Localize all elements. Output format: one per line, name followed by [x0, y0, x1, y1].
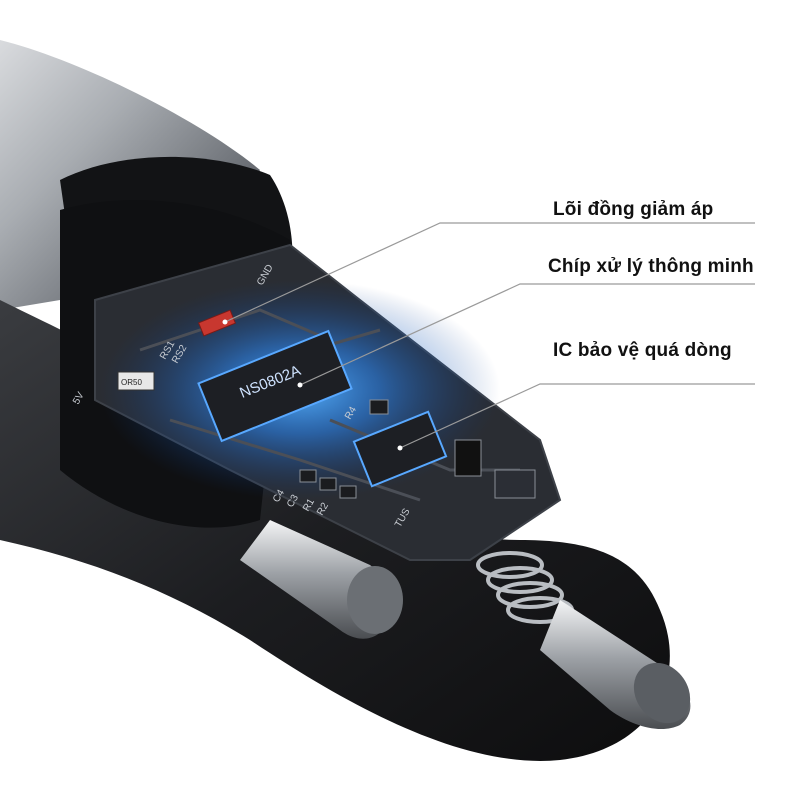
leader-line-2	[299, 283, 755, 386]
silk-res-code: OR50	[121, 378, 142, 387]
callout-smart-chip-label: Chíp xử lý thông minh	[548, 256, 754, 277]
side-contact-pin	[240, 520, 403, 639]
callout-copper-core-label: Lõi đồng giảm áp	[553, 199, 714, 220]
silk-5v: 5V	[71, 390, 87, 406]
callout-overcurrent-ic-label: IC bảo vệ quá dòng	[553, 340, 732, 361]
copper-core-component	[197, 309, 237, 337]
callout-leaders	[222, 222, 755, 451]
leader-line-1	[224, 222, 755, 323]
smd-components	[117, 371, 536, 499]
main-chip: NS0802A	[197, 329, 353, 443]
tip-contact-pin	[540, 600, 691, 730]
leader-line-3	[399, 383, 755, 449]
